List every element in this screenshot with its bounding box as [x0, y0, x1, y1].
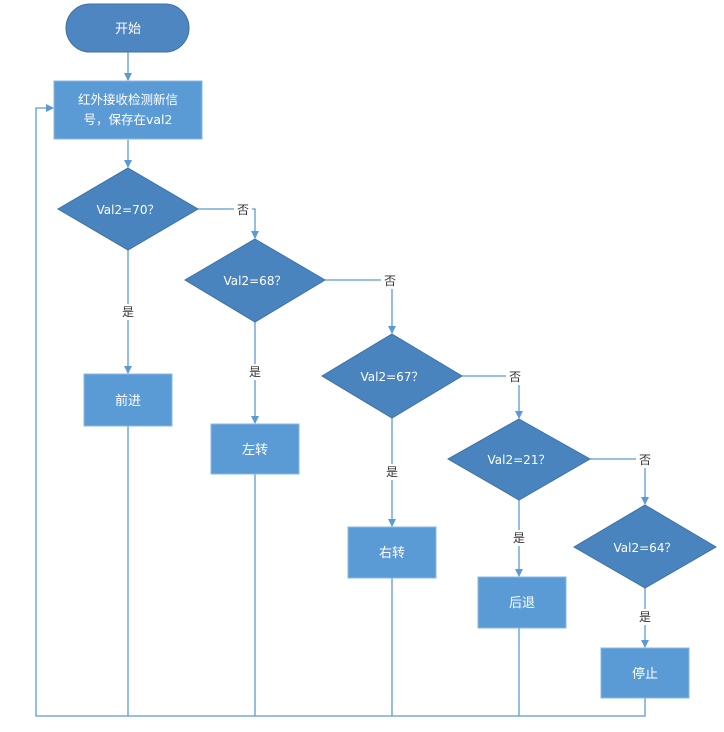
decision-67-label: Val2=67？ — [361, 370, 424, 384]
connectors — [35, 52, 649, 717]
yes-label-5: 是 — [639, 610, 651, 624]
start-node: 开始 — [65, 3, 190, 53]
stop-label: 停止 — [632, 666, 658, 682]
decision-64-label: Val2=64？ — [614, 541, 677, 555]
action-forward: 前进 — [83, 373, 173, 427]
yes-label-1: 是 — [122, 305, 134, 319]
no-label-3: 否 — [509, 370, 521, 384]
action-turn-left: 左转 — [210, 423, 300, 475]
loop-back-line — [35, 104, 646, 717]
receive-label-line2: 号，保存在val2 — [84, 112, 173, 127]
yes-label-4: 是 — [513, 531, 525, 545]
edge-labels: 否 否 否 否 是 是 是 是 是 — [119, 202, 654, 625]
no-label-1: 否 — [237, 203, 249, 217]
turn-right-label: 右转 — [379, 546, 405, 561]
turn-left-label: 左转 — [242, 443, 268, 458]
action-stop: 停止 — [600, 647, 690, 699]
decision-68-label: Val2=68？ — [224, 274, 287, 288]
decision-val2-64: Val2=64？ — [573, 504, 717, 589]
decision-70-label: Val2=70？ — [97, 203, 160, 217]
decision-val2-67: Val2=67？ — [321, 333, 463, 419]
receive-process: 红外接收检测新信 号，保存在val2 — [53, 80, 203, 140]
decision-val2-21: Val2=21？ — [446, 418, 592, 501]
decision-val2-68: Val2=68？ — [184, 238, 326, 323]
forward-label: 前进 — [115, 393, 141, 409]
no-label-2: 否 — [384, 274, 396, 288]
backward-label: 后退 — [509, 596, 535, 611]
edge-cond70-no — [198, 208, 259, 239]
no-label-4: 否 — [639, 453, 651, 467]
action-turn-right: 右转 — [347, 526, 437, 579]
yes-label-2: 是 — [249, 365, 261, 379]
yes-label-3: 是 — [386, 465, 398, 479]
action-backward: 后退 — [477, 576, 567, 629]
start-label: 开始 — [115, 22, 141, 37]
decision-21-label: Val2=21？ — [488, 453, 551, 467]
receive-label-line1: 红外接收检测新信 — [78, 92, 178, 107]
decision-val2-70: Val2=70？ — [57, 167, 199, 251]
